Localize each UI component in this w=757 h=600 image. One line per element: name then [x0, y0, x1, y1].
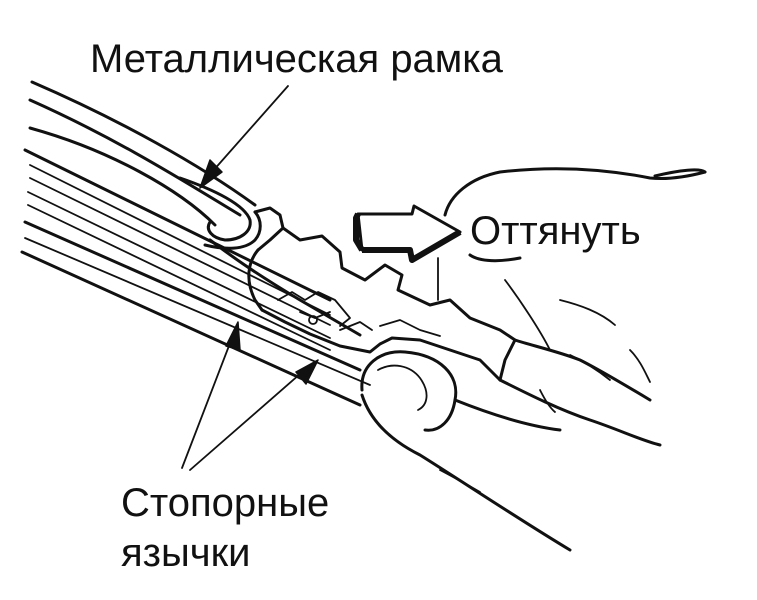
tabs-leaders	[181, 321, 319, 471]
metal-frame	[178, 176, 285, 312]
frame-leader	[199, 85, 289, 189]
upper-hand	[443, 167, 707, 447]
label-metal-frame: Металлическая рамка	[90, 37, 503, 81]
label-pull: Оттянуть	[470, 209, 641, 253]
label-locking-tabs-line2: язычки	[121, 531, 251, 575]
label-locking-tabs-line1: Стопорные	[121, 481, 330, 525]
wiper-blade	[20, 80, 371, 407]
lower-hand-thumb	[360, 350, 572, 552]
label-locking-tabs: Стопорные язычки	[121, 478, 329, 578]
pull-arrow	[353, 204, 462, 263]
wiper-clip	[260, 226, 517, 382]
